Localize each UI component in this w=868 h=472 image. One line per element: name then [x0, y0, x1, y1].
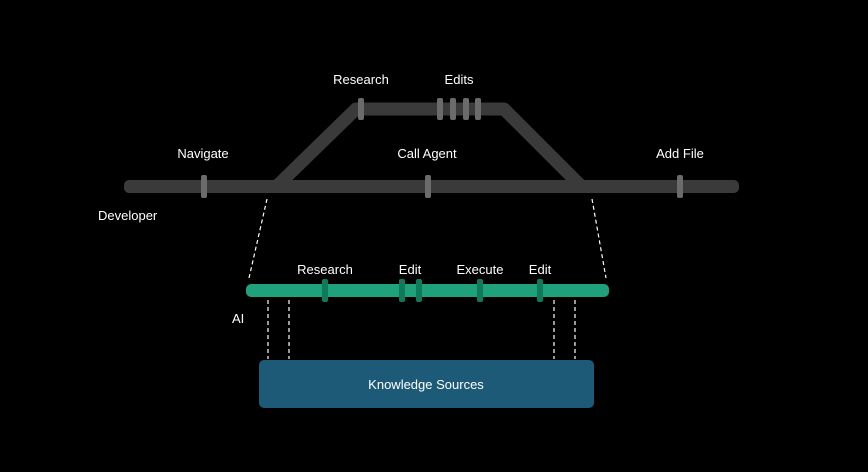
ai-tick-edit-2 — [537, 279, 543, 302]
main-tick-add-file — [677, 175, 683, 198]
label-ai-edit-1: Edit — [399, 262, 422, 277]
branch-tick-edit-2 — [450, 98, 456, 120]
ai-tick-research — [322, 279, 328, 302]
label-ai-research: Research — [297, 262, 353, 277]
knowledge-sources: Knowledge Sources — [259, 360, 594, 408]
label-navigate: Navigate — [177, 146, 228, 161]
main-tick-navigate — [201, 175, 207, 198]
branch-tick-edit-1 — [437, 98, 443, 120]
knowledge-sources-box — [259, 360, 594, 408]
branch-tick-edit-3 — [463, 98, 469, 120]
label-ai-execute: Execute — [457, 262, 504, 277]
lane-label-developer: Developer — [98, 208, 158, 223]
ai-track — [246, 284, 609, 297]
ai-tick-edit-1b — [416, 279, 422, 302]
ai-track-group — [246, 279, 609, 302]
label-add-file: Add File — [656, 146, 704, 161]
developer-main-track — [124, 180, 739, 193]
zoom-connector-left — [248, 198, 268, 279]
label-call-agent: Call Agent — [397, 146, 457, 161]
developer-branch — [273, 98, 585, 190]
knowledge-sources-label: Knowledge Sources — [368, 377, 484, 392]
developer-branch-track — [273, 102, 585, 190]
ai-tick-execute — [477, 279, 483, 302]
main-tick-call-agent — [425, 175, 431, 198]
branch-tick-research — [358, 98, 364, 120]
zoom-connector-right — [591, 198, 607, 279]
ai-tick-edit-1a — [399, 279, 405, 302]
developer-main — [124, 175, 739, 198]
label-ai-edit-2: Edit — [529, 262, 552, 277]
lane-label-ai: AI — [232, 311, 244, 326]
branch-tick-edit-4 — [475, 98, 481, 120]
zoom-connectors — [248, 198, 607, 279]
label-branch-research: Research — [333, 72, 389, 87]
knowledge-connectors — [267, 300, 576, 359]
label-branch-edits: Edits — [445, 72, 474, 87]
